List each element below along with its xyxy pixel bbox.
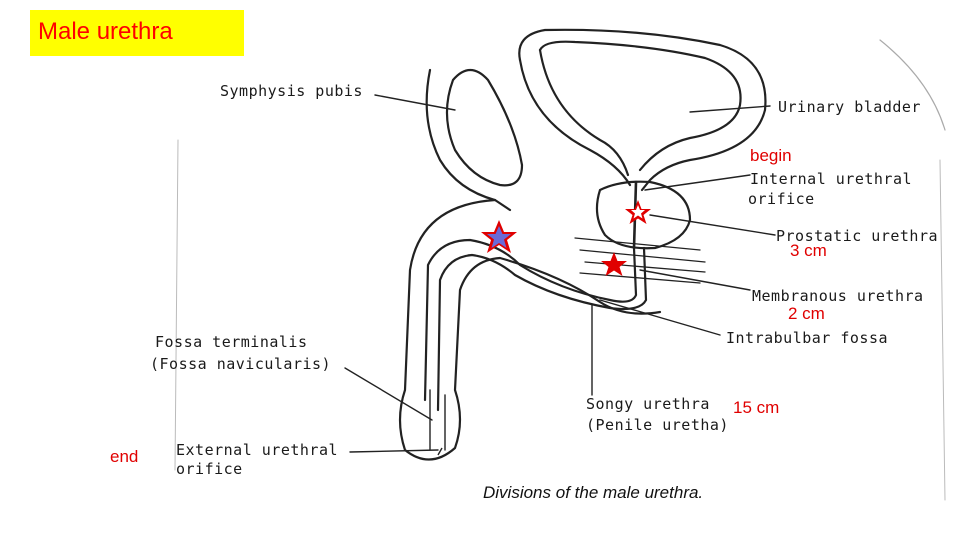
figure-caption: Divisions of the male urethra.	[483, 483, 703, 503]
label-external-orifice-1: External urethral	[176, 441, 338, 459]
star-membranous	[601, 252, 627, 276]
label-membranous-urethra: Membranous urethra	[752, 287, 924, 305]
annotation-prostatic-length: 3 cm	[790, 241, 827, 261]
label-penile-urethra: (Penile uretha)	[586, 416, 729, 434]
annotation-spongy-length: 15 cm	[733, 398, 779, 418]
symphysis-pubis	[447, 70, 522, 185]
annotation-membranous-length: 2 cm	[788, 304, 825, 324]
label-urinary-bladder: Urinary bladder	[778, 98, 921, 116]
annotation-begin: begin	[750, 146, 792, 166]
label-intrabulbar-fossa: Intrabulbar fossa	[726, 329, 888, 347]
label-fossa-terminalis: Fossa terminalis	[155, 333, 308, 351]
label-internal-orifice-2: orifice	[748, 190, 815, 208]
star-markers	[481, 200, 651, 276]
label-fossa-navicularis: (Fossa navicularis)	[150, 355, 331, 373]
label-spongy-urethra: Songy urethra	[586, 395, 710, 413]
label-symphysis-pubis: Symphysis pubis	[220, 82, 363, 100]
annotation-end: end	[110, 447, 138, 467]
label-internal-orifice-1: Internal urethral	[750, 170, 912, 188]
label-external-orifice-2: orifice	[176, 460, 243, 478]
